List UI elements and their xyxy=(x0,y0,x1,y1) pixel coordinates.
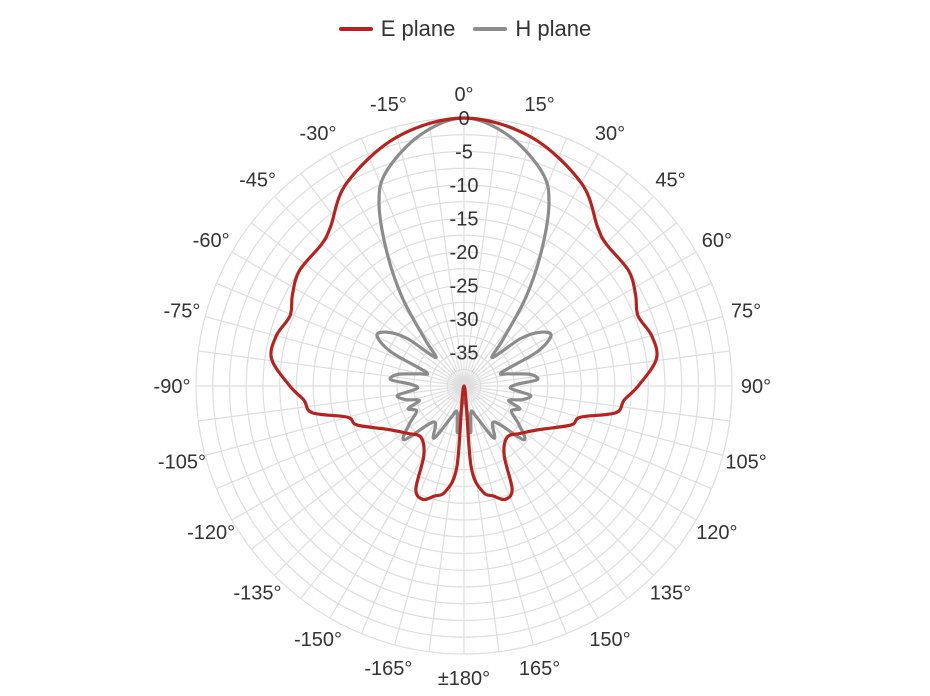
angle-tick-label: -30° xyxy=(300,123,337,145)
grid-spoke xyxy=(463,385,724,456)
grid-spoke xyxy=(463,153,599,387)
angle-tick-label: 90° xyxy=(741,376,771,398)
angle-tick-label: 30° xyxy=(595,123,625,145)
angle-tick-label: -90° xyxy=(154,376,191,398)
angle-tick-label: 60° xyxy=(702,230,732,252)
legend-label-e-plane: E plane xyxy=(380,16,456,41)
legend-item-h-plane[interactable]: H plane xyxy=(473,16,591,42)
legend-swatch-h-plane xyxy=(473,27,508,31)
grid-spoke xyxy=(394,126,465,387)
angle-tick-label: 105° xyxy=(725,452,766,474)
legend-swatch-e-plane xyxy=(338,27,373,31)
grid-spoke xyxy=(463,173,628,387)
grid-spoke xyxy=(231,251,465,387)
angle-tick-label: 75° xyxy=(731,300,761,322)
angle-tick-label: 45° xyxy=(655,170,685,192)
grid-spoke xyxy=(463,385,534,646)
angle-tick-label: 120° xyxy=(696,522,737,544)
grid-spoke xyxy=(204,385,465,456)
grid-spoke xyxy=(463,126,534,387)
grid-spoke xyxy=(463,385,628,599)
angle-tick-label: 15° xyxy=(524,94,554,116)
grid-spoke xyxy=(463,385,712,490)
grid-spoke xyxy=(463,350,730,387)
legend: E plane H plane xyxy=(0,16,930,42)
grid-spoke xyxy=(329,153,465,387)
grid-spoke xyxy=(360,385,465,634)
legend-item-e-plane[interactable]: E plane xyxy=(338,16,456,42)
grid-spoke xyxy=(428,120,465,387)
angle-tick-label: 0° xyxy=(454,84,473,106)
angle-tick-label: -75° xyxy=(163,300,200,322)
angle-tick-label: ±180° xyxy=(438,668,490,690)
grid-spoke xyxy=(300,173,465,387)
legend-label-h-plane: H plane xyxy=(515,16,592,41)
label-layer: 0° 15° 30° 45° 60° 75° 90° 105° 120° 135° 150° 165°… xyxy=(154,84,772,690)
grid-spoke xyxy=(231,385,465,521)
angle-tick-label: -165° xyxy=(364,658,412,680)
angle-tick-label: -45° xyxy=(239,170,276,192)
grid-spoke xyxy=(463,385,730,422)
angle-tick-label: -150° xyxy=(294,629,342,651)
series-line-h-plane xyxy=(375,116,553,442)
radial-tick-label: -15 xyxy=(450,209,479,231)
angle-tick-label: -105° xyxy=(158,452,206,474)
grid-spoke xyxy=(251,385,465,550)
series-line-e-plane xyxy=(269,116,659,502)
radial-tick-label: -20 xyxy=(450,242,479,264)
grid-spoke xyxy=(463,385,599,619)
grid-spoke xyxy=(360,138,465,387)
grid-spoke xyxy=(216,282,465,387)
radial-tick-label: -10 xyxy=(450,175,479,197)
series-layer xyxy=(269,116,659,502)
grid-spoke xyxy=(463,385,568,634)
angle-tick-label: 135° xyxy=(650,582,691,604)
grid-spoke xyxy=(274,385,465,576)
radial-tick-label: 0 xyxy=(458,108,469,130)
angle-tick-label: -135° xyxy=(234,582,282,604)
grid-spoke xyxy=(394,385,465,646)
grid-spoke xyxy=(329,385,465,619)
grid-spoke xyxy=(463,282,712,387)
angle-tick-label: -15° xyxy=(370,94,407,116)
grid-spoke xyxy=(198,350,465,387)
grid-spoke xyxy=(463,138,568,387)
grid-spoke xyxy=(216,385,465,490)
grid-spoke xyxy=(463,251,697,387)
angle-tick-label: 150° xyxy=(589,629,630,651)
angle-tick-label: -120° xyxy=(187,522,235,544)
grid-spoke xyxy=(463,385,677,550)
grid-spoke xyxy=(463,385,697,521)
grid-spoke xyxy=(198,385,465,422)
radial-tick-label: -35 xyxy=(450,343,479,365)
grid-spoke xyxy=(463,222,677,387)
grid-spoke xyxy=(251,222,465,387)
grid-spoke xyxy=(463,120,500,387)
grid-spoke xyxy=(300,385,465,599)
angle-tick-label: 165° xyxy=(519,658,560,680)
radial-tick-label: -5 xyxy=(455,142,473,164)
radial-tick-label: -30 xyxy=(450,309,479,331)
grid-spoke xyxy=(463,385,654,576)
polar-grid xyxy=(195,117,733,655)
radial-tick-label: -25 xyxy=(450,276,479,298)
angle-tick-label: -60° xyxy=(193,230,230,252)
